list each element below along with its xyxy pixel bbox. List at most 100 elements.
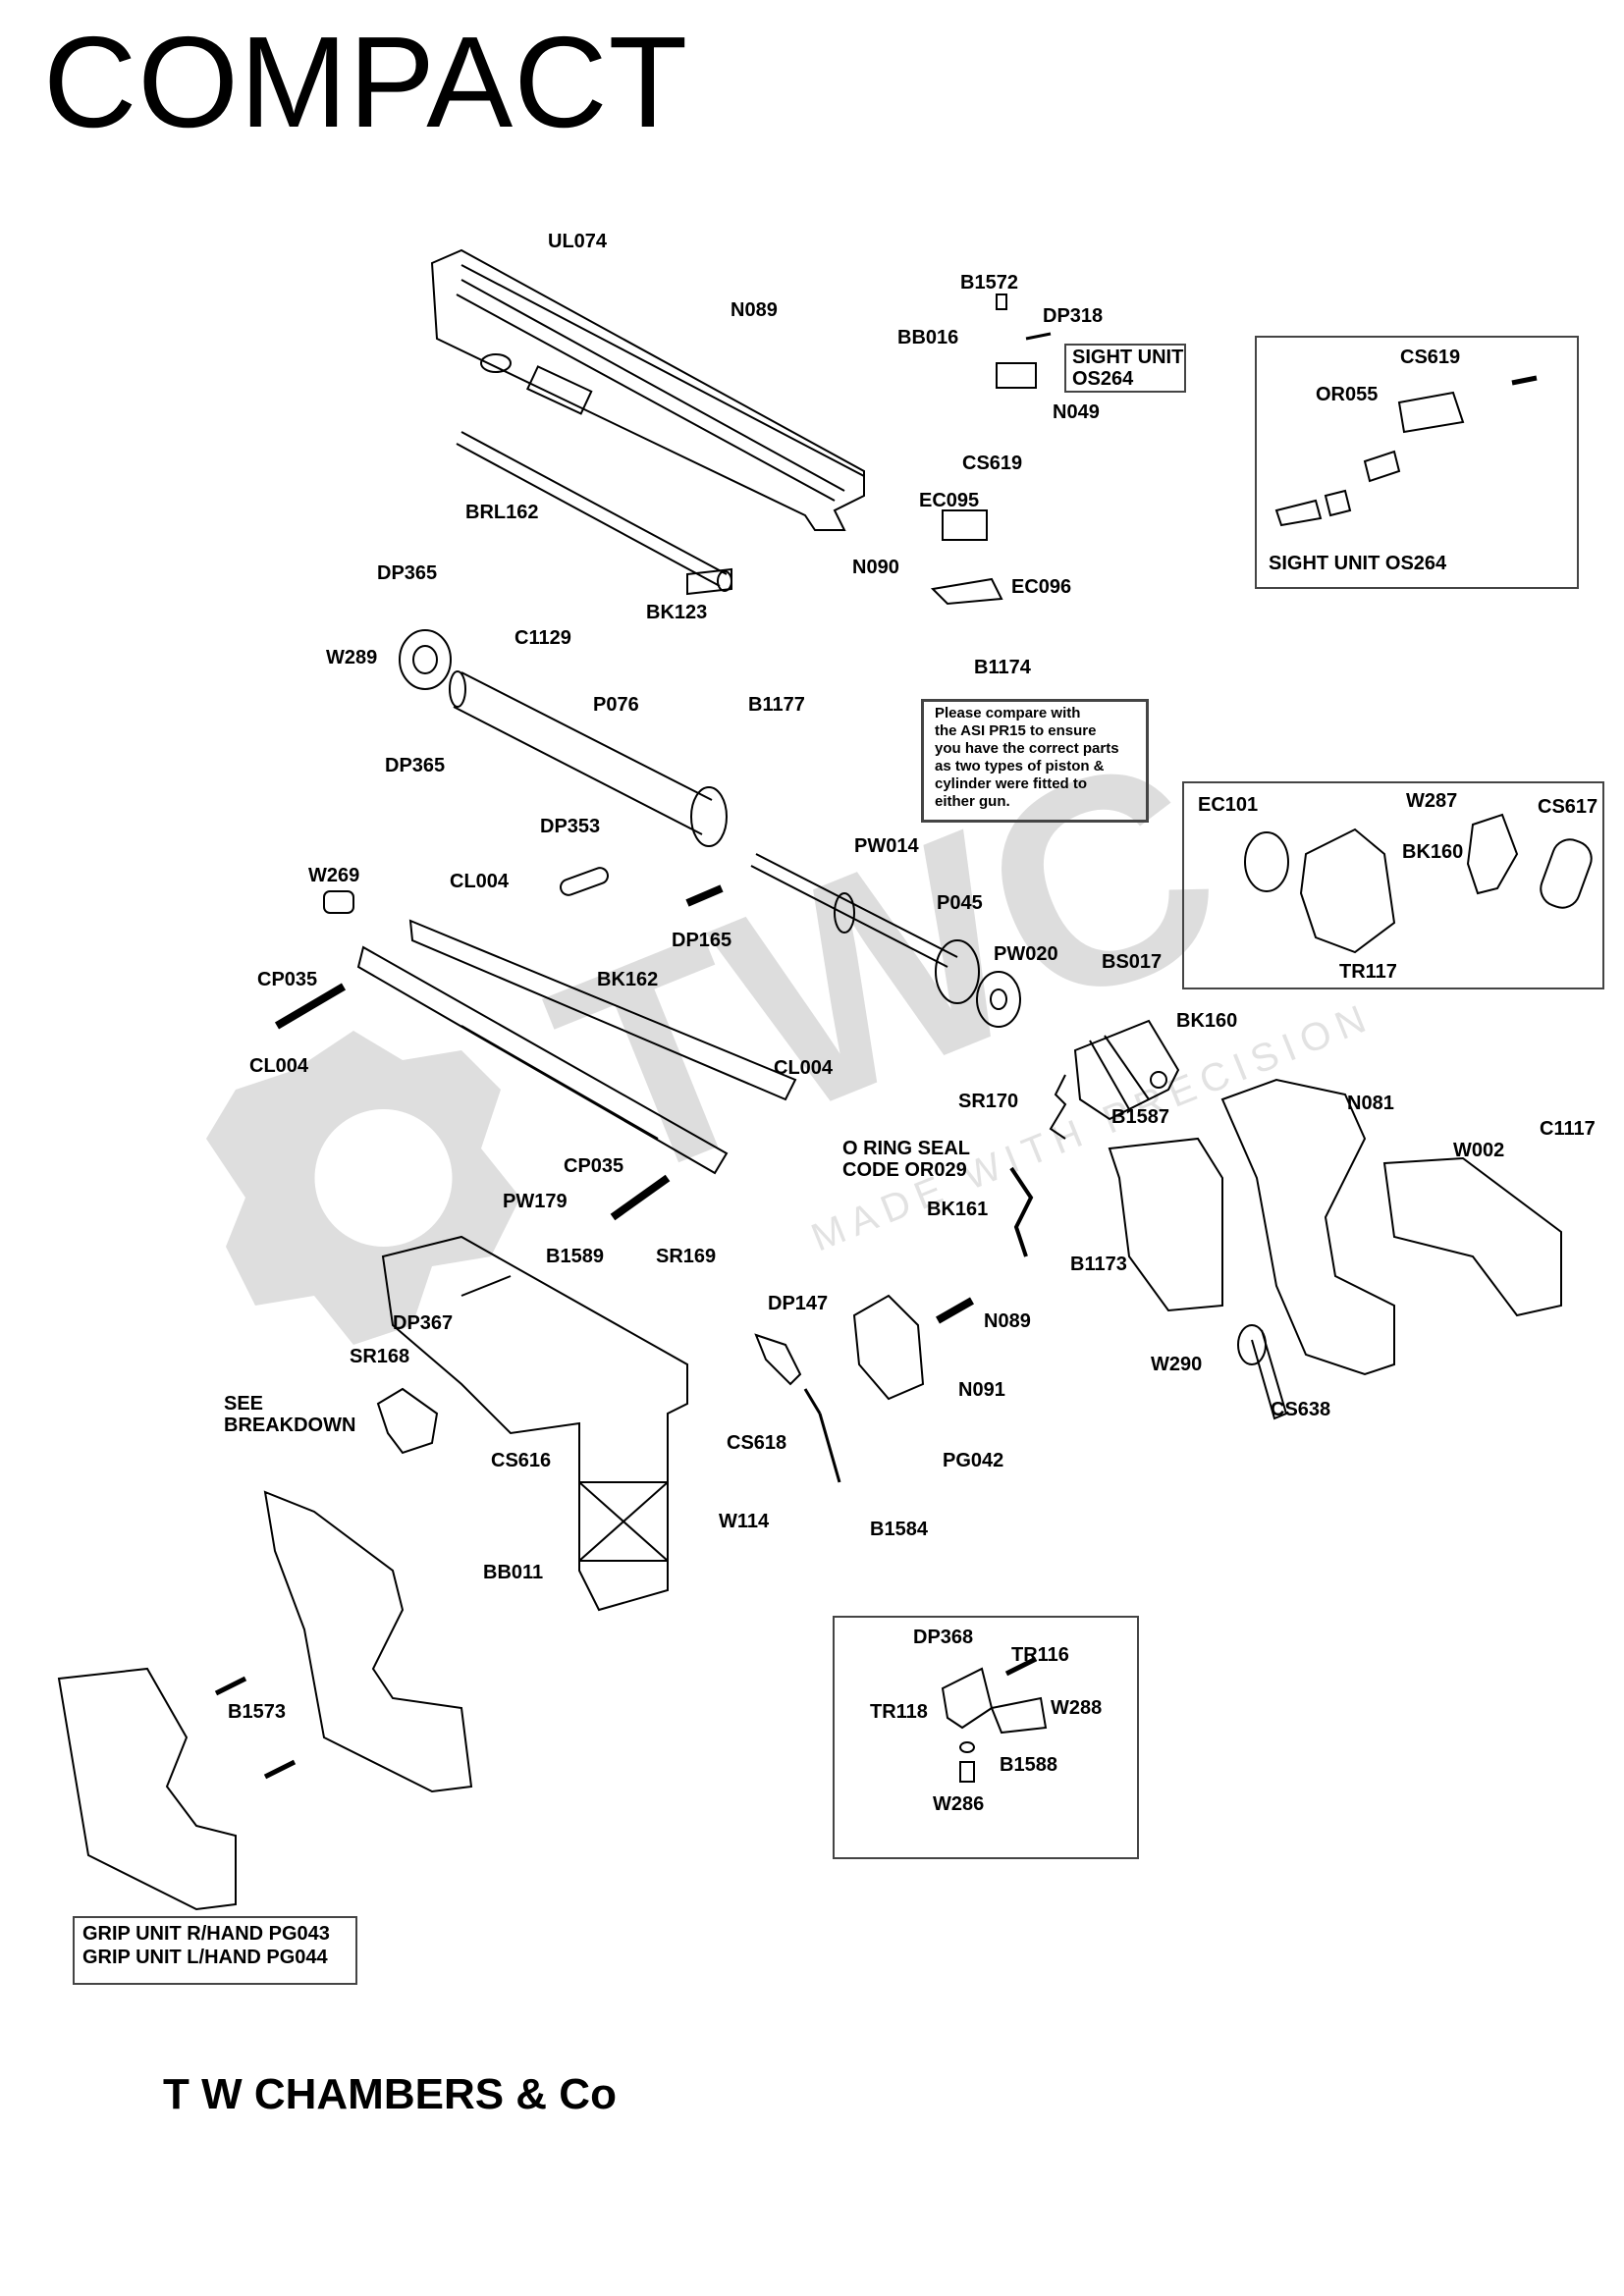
note-line-5: cylinder were fitted to xyxy=(935,775,1088,792)
part-label: SR168 xyxy=(350,1346,410,1367)
part-label: N090 xyxy=(852,557,899,578)
note-line-2: the ASI PR15 to ensure xyxy=(935,722,1097,739)
part-label: SR170 xyxy=(958,1091,1019,1112)
see-breakdown-line2: BREAKDOWN xyxy=(224,1415,356,1436)
note-line-4: as two types of piston & xyxy=(935,758,1105,774)
oring-note-line1: O RING SEAL xyxy=(842,1138,971,1159)
part-label: CS619 xyxy=(962,453,1023,474)
part-label: BK160 xyxy=(1176,1010,1238,1032)
company-footer: T W CHAMBERS & Co xyxy=(163,2070,617,2118)
part-label: PW014 xyxy=(854,835,919,857)
part-label: N089 xyxy=(984,1310,1031,1332)
part-label: W269 xyxy=(308,865,360,886)
oring-note-line2: CODE OR029 xyxy=(842,1159,967,1181)
part-label: B1589 xyxy=(546,1246,604,1267)
right-grip-drawing xyxy=(1220,1078,1395,1376)
grip-panel-w002-drawing xyxy=(1382,1156,1562,1317)
rails-bk162-drawing xyxy=(356,919,797,1175)
block-bk161-drawing xyxy=(1108,1137,1223,1312)
part-label: C1129 xyxy=(514,627,571,649)
sight-panel-parts-drawing xyxy=(1274,375,1538,527)
sight-unit-callout-line2: OS264 xyxy=(1072,368,1134,390)
part-label: TR116 xyxy=(1011,1644,1069,1666)
frame-pg042-drawing xyxy=(381,1235,688,1612)
part-label: W289 xyxy=(326,647,378,668)
part-label: PW020 xyxy=(994,943,1058,965)
part-label: PW179 xyxy=(503,1191,568,1212)
part-label: CL004 xyxy=(774,1057,834,1079)
part-label: W286 xyxy=(933,1793,985,1815)
part-label: W287 xyxy=(1406,790,1458,812)
part-label: BK162 xyxy=(597,969,659,990)
left-grip-drawing xyxy=(57,1490,473,1911)
part-label: B1572 xyxy=(960,272,1018,294)
part-label: C1117 xyxy=(1540,1118,1596,1140)
sight-unit-callout-box xyxy=(1064,344,1186,393)
part-label: CS618 xyxy=(727,1432,787,1454)
part-label: TR118 xyxy=(870,1701,928,1723)
part-label: DP368 xyxy=(913,1627,974,1648)
part-label: DP165 xyxy=(672,930,732,951)
part-label: N081 xyxy=(1347,1093,1394,1114)
piston-note-box xyxy=(921,699,1149,823)
part-label: CL004 xyxy=(450,871,510,892)
watermark-gear-logo xyxy=(206,1031,520,1345)
part-label: DP365 xyxy=(377,562,438,584)
oring-or055-drawing xyxy=(1244,831,1289,892)
part-label: BRL162 xyxy=(465,502,539,523)
part-label: BB016 xyxy=(897,327,959,348)
note-line-3: you have the correct parts xyxy=(935,740,1119,757)
part-label: CP035 xyxy=(564,1155,624,1177)
part-label: DP353 xyxy=(540,816,601,837)
piston-p045-drawing xyxy=(750,853,1021,1028)
part-label: CS617 xyxy=(1538,796,1598,818)
part-label: W290 xyxy=(1151,1354,1203,1375)
cylinder-p076-drawing xyxy=(449,670,728,847)
part-label: CL004 xyxy=(249,1055,309,1077)
sight-parts-drawing xyxy=(930,294,1052,606)
sight-unit-callout-line1: SIGHT UNIT xyxy=(1072,347,1184,368)
spring-sr170-drawing xyxy=(1049,1074,1067,1140)
grip-unit-line1: GRIP UNIT R/HAND PG043 xyxy=(82,1923,330,1945)
part-label: CS616 xyxy=(491,1450,552,1471)
part-label: DP365 xyxy=(385,755,446,776)
part-label: N049 xyxy=(1053,401,1100,423)
part-label: B1177 xyxy=(748,694,805,716)
part-label: BS017 xyxy=(1102,951,1163,973)
part-label: UL074 xyxy=(548,231,608,252)
part-label: DP318 xyxy=(1043,305,1104,327)
part-label: DP367 xyxy=(393,1312,454,1334)
note-line-6: either gun. xyxy=(935,793,1010,810)
part-label: CS619 xyxy=(1400,347,1461,368)
part-label: P076 xyxy=(593,694,639,716)
sight-unit-panel xyxy=(1255,336,1579,589)
part-label: TR117 xyxy=(1339,961,1397,983)
part-label: EC096 xyxy=(1011,576,1072,598)
part-label: EC095 xyxy=(919,490,980,511)
part-label: OR055 xyxy=(1316,384,1379,405)
trigger-breakdown-panel xyxy=(833,1616,1139,1859)
part-label: BB011 xyxy=(483,1562,544,1583)
part-label: B1173 xyxy=(1070,1254,1127,1275)
part-label: EC101 xyxy=(1198,794,1259,816)
part-label: W002 xyxy=(1453,1140,1505,1161)
part-label: B1573 xyxy=(228,1701,286,1723)
block-bk160-drawing xyxy=(1073,1019,1180,1121)
part-label: B1584 xyxy=(870,1519,928,1540)
part-label: B1588 xyxy=(1000,1754,1057,1776)
upper-ul074-drawing xyxy=(430,248,865,531)
part-label: B1587 xyxy=(1111,1106,1169,1128)
part-label: W114 xyxy=(719,1511,770,1532)
sear-sr168-drawing xyxy=(852,1294,925,1401)
page-title: COMPACT xyxy=(43,10,689,154)
part-label: N089 xyxy=(731,299,778,321)
part-label: CP035 xyxy=(257,969,318,990)
part-label: DP147 xyxy=(768,1293,829,1314)
part-label: SR169 xyxy=(656,1246,717,1267)
see-breakdown-line1: SEE xyxy=(224,1393,264,1415)
part-label: P045 xyxy=(937,892,983,914)
part-label: BK161 xyxy=(927,1199,989,1220)
